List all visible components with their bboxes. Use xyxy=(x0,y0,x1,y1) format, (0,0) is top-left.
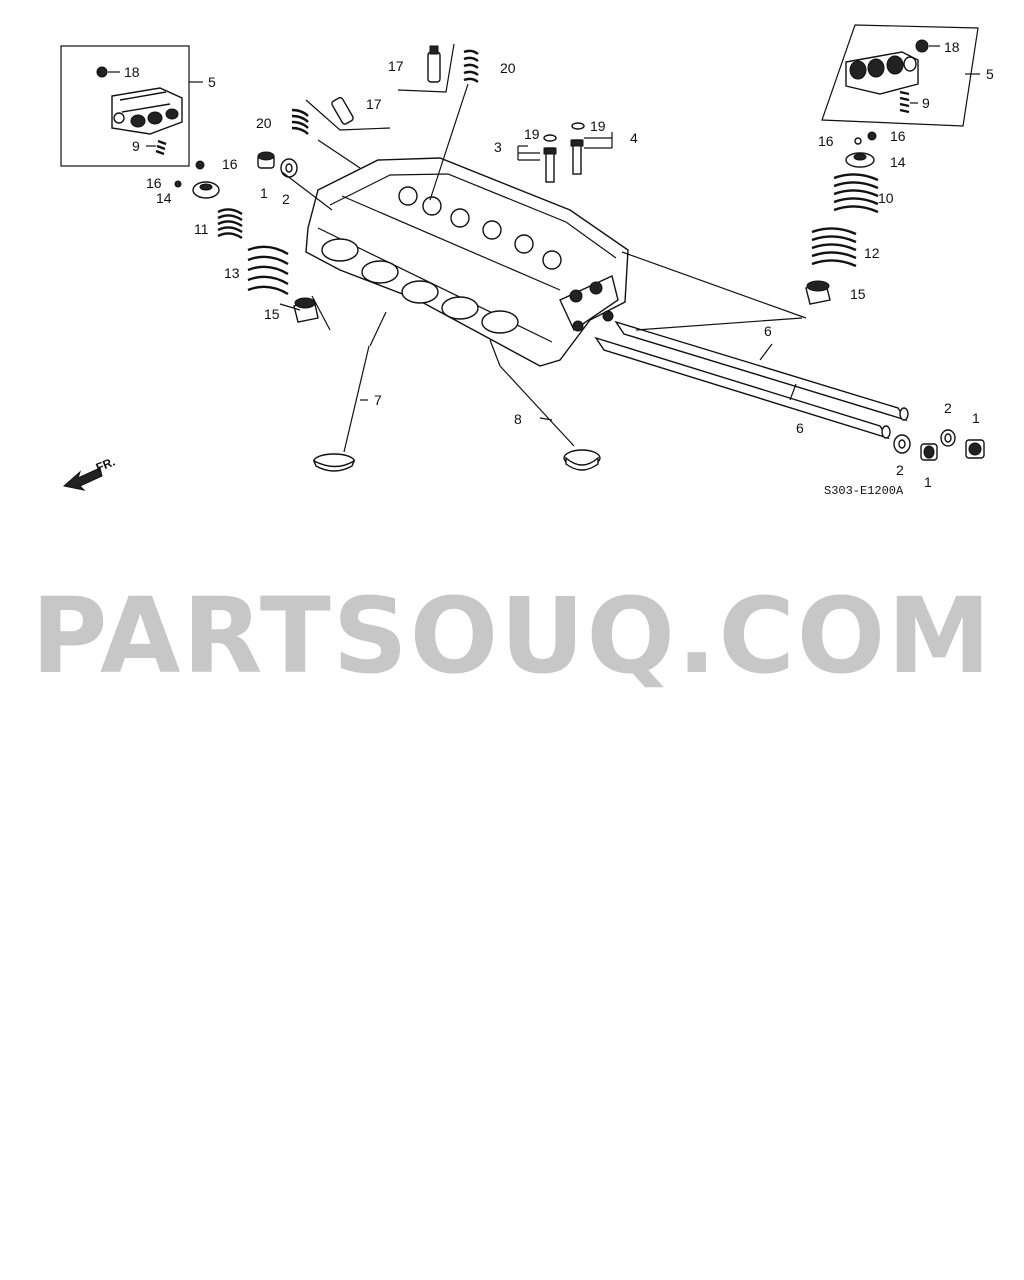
exhaust-valve xyxy=(499,365,601,471)
callout-1-left: 1 xyxy=(260,185,268,201)
lock-nut-18-left xyxy=(96,66,120,78)
rocker-shafts xyxy=(594,317,909,440)
callout-20-top: 20 xyxy=(500,60,516,76)
callout-17-mid: 17 xyxy=(366,96,382,112)
callout-5-left: 5 xyxy=(208,74,216,90)
valve-spring-12 xyxy=(811,227,857,268)
callout-16-left-a: 16 xyxy=(222,156,238,172)
front-label: FR. xyxy=(94,455,117,475)
callout-19-right: 19 xyxy=(590,118,606,134)
valve-seal-15-right xyxy=(805,280,831,305)
callout-19-left: 19 xyxy=(524,126,540,142)
callout-15-left: 15 xyxy=(264,306,280,322)
lost-motion-assembly-17-top xyxy=(397,43,455,93)
lock-nut-18-right xyxy=(915,39,940,53)
cylinder-head-assembly xyxy=(305,157,629,367)
valve-seal-15-left xyxy=(293,297,319,323)
left-rocker-frame xyxy=(60,45,190,167)
rocker-shaft-lower xyxy=(594,336,890,440)
port-4 xyxy=(441,296,479,320)
adjusting-screw-9-left xyxy=(146,139,167,156)
callout-9-left: 9 xyxy=(132,138,140,154)
washer-2-right-b xyxy=(940,429,956,447)
callout-18-left: 18 xyxy=(124,64,140,80)
callout-16-right-b: 16 xyxy=(890,128,906,144)
callout-10: 10 xyxy=(878,190,894,206)
port-3 xyxy=(401,280,439,304)
intake-valve xyxy=(312,345,370,472)
valve-spring-13 xyxy=(247,245,289,296)
diagram-code: S303-E1200A xyxy=(824,484,904,498)
callout-4: 4 xyxy=(630,130,638,146)
callout-20-left: 20 xyxy=(256,115,272,131)
cotter-16 xyxy=(174,131,877,188)
callout-3: 3 xyxy=(494,139,502,155)
plug-1-right-b xyxy=(965,439,985,459)
callout-14-right: 14 xyxy=(890,154,906,170)
valve-spring-10 xyxy=(833,173,879,214)
port-1 xyxy=(321,238,359,262)
callout-13: 13 xyxy=(224,265,240,281)
callout-6-lower: 6 xyxy=(796,420,804,436)
left-rocker-arm-group xyxy=(60,45,203,167)
lost-motion-spring-20-left xyxy=(291,108,361,169)
callout-6-upper: 6 xyxy=(764,323,772,339)
callout-17-top: 17 xyxy=(388,58,404,74)
callout-16-right-a: 16 xyxy=(818,133,834,149)
callout-14-left: 14 xyxy=(156,190,172,206)
callout-2-left: 2 xyxy=(282,191,290,207)
callout-5-right: 5 xyxy=(986,66,994,82)
callout-1-right-a: 1 xyxy=(924,474,932,490)
callout-9-right: 9 xyxy=(922,95,930,111)
callout-15-right: 15 xyxy=(850,286,866,302)
valve-guide-3 xyxy=(517,145,557,183)
valve-guide-4 xyxy=(570,132,613,175)
callout-2-right-b: 2 xyxy=(944,400,952,416)
callout-16-left-b: 16 xyxy=(146,175,162,191)
callout-12: 12 xyxy=(864,245,880,261)
leader-lines xyxy=(279,171,807,421)
right-rocker-frame xyxy=(821,24,979,127)
port-2 xyxy=(361,260,399,284)
rocker-arm-assembly-right xyxy=(845,51,919,95)
front-direction-arrow: FR. xyxy=(62,455,117,491)
callout-11: 11 xyxy=(194,221,209,237)
washer-2-right-a xyxy=(893,434,911,454)
callout-8: 8 xyxy=(514,411,522,427)
callout-labels: 18 5 9 16 16 14 11 13 15 1 2 20 17 17 20… xyxy=(124,39,994,490)
washer-2-left xyxy=(280,158,298,178)
spring-seat-14-left xyxy=(192,181,220,199)
lost-motion-assembly-17-mid xyxy=(305,97,391,131)
port-5 xyxy=(481,310,519,334)
callout-2-right-a: 2 xyxy=(896,462,904,478)
callout-1-right-b: 1 xyxy=(972,410,980,426)
lost-motion-spring-20-top xyxy=(429,49,479,201)
right-rocker-arm-group xyxy=(821,24,980,127)
rocker-shaft-upper xyxy=(614,320,908,422)
spring-seat-14-right xyxy=(845,152,875,168)
adjusting-screw-9-right xyxy=(899,90,918,114)
clip-19 xyxy=(543,122,585,142)
watermark-text: PARTSOUQ.COM xyxy=(31,575,992,697)
rocker-arm-assembly-left xyxy=(111,87,183,135)
callout-18-right: 18 xyxy=(944,39,960,55)
callout-7: 7 xyxy=(374,392,382,408)
plug-1-left xyxy=(257,151,275,169)
plug-1-right-a xyxy=(920,443,938,461)
valve-spring-11 xyxy=(217,208,243,240)
